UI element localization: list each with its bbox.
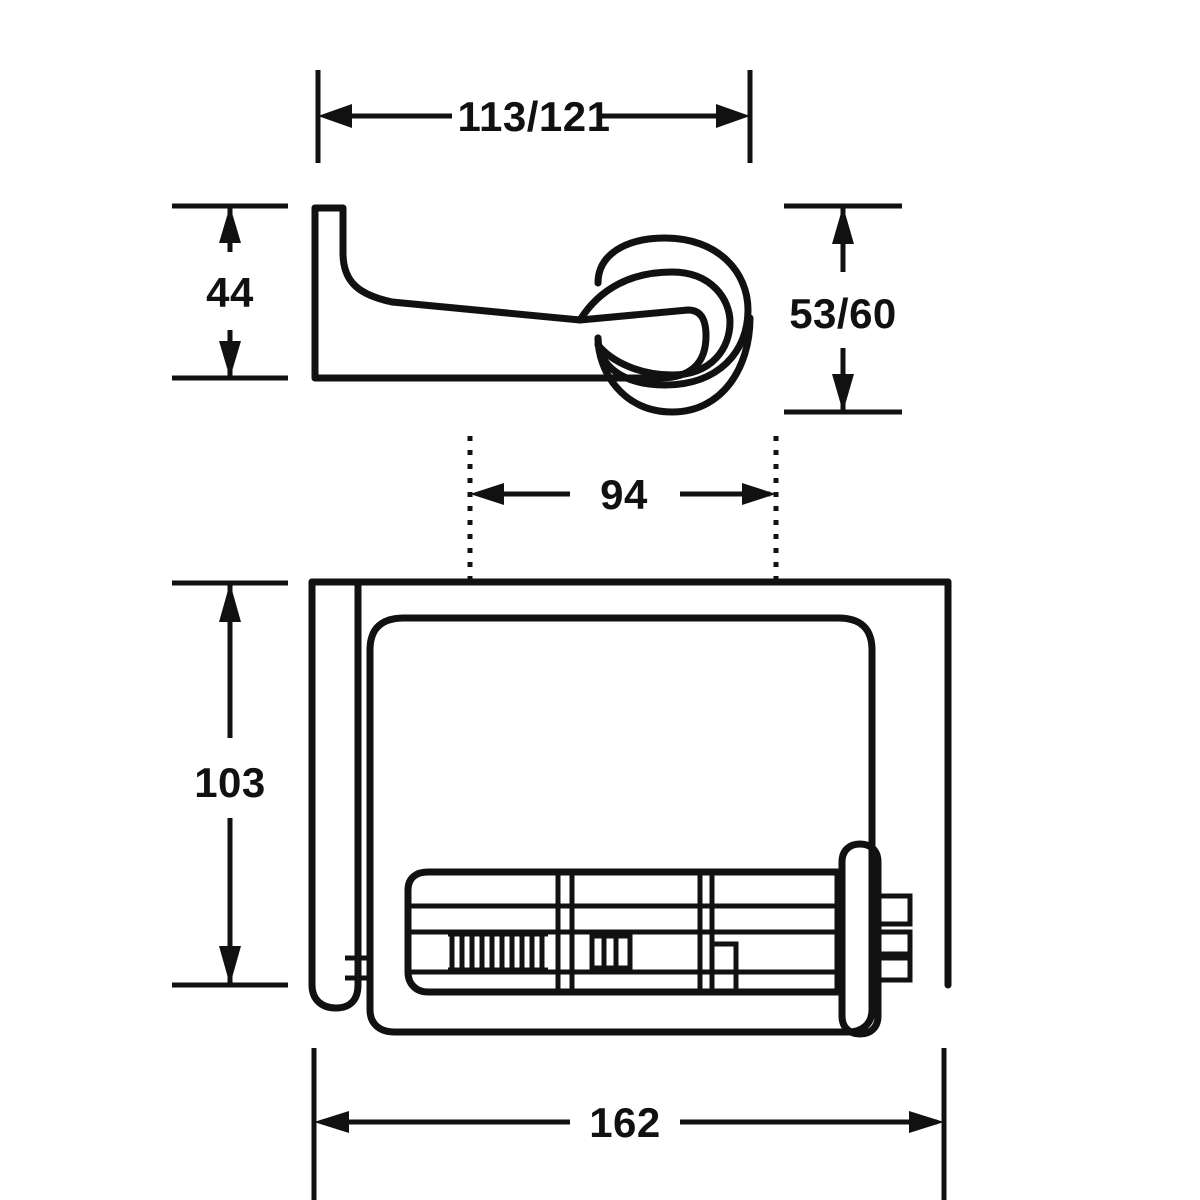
arrow-up — [832, 206, 854, 244]
arm-lower-profile — [576, 306, 710, 382]
spindle-right-step — [697, 872, 739, 992]
dimension-53-60: 53/60 — [784, 203, 902, 415]
dimension-label-103: 103 — [194, 759, 266, 806]
spindle-ring-housing — [589, 933, 633, 971]
arrow-up — [219, 206, 241, 243]
roll-inner-wrap — [576, 268, 734, 379]
dimension-label-113-121: 113/121 — [457, 93, 610, 140]
roll-cover-plate — [366, 614, 876, 1036]
arrow-left — [314, 1111, 349, 1133]
arrow-up — [219, 583, 241, 622]
arrow-right — [909, 1111, 944, 1133]
roll-outer-lower — [594, 314, 754, 416]
arrow-down — [219, 946, 241, 985]
end-tab-2 — [875, 929, 913, 957]
dimension-103: 103 — [172, 580, 288, 988]
side-elevation-view: 113/121 44 53/60 — [172, 70, 902, 416]
dimension-label-94: 94 — [600, 471, 648, 518]
spindle-end-cap — [838, 840, 882, 1038]
dimension-94: 94 — [467, 436, 779, 580]
left-mount-notch — [345, 955, 370, 981]
dimension-113-121: 113/121 — [315, 70, 753, 163]
end-tab-1 — [875, 893, 913, 927]
dimension-label-53-60: 53/60 — [789, 290, 897, 337]
dimension-162: 162 — [311, 1048, 947, 1200]
end-tab-3 — [875, 955, 913, 983]
dimension-label-44: 44 — [206, 269, 254, 316]
arrow-left — [470, 483, 504, 505]
spring-coil — [448, 931, 548, 973]
spindle-body — [404, 868, 842, 996]
arrow-right — [716, 104, 750, 128]
bracket-left-leg — [308, 578, 362, 1012]
arrow-down — [219, 341, 241, 378]
spindle-end-tabs — [875, 893, 913, 983]
spindle-ring-group — [589, 933, 633, 971]
arrow-down — [832, 374, 854, 412]
front-plan-view: 94 103 162 — [172, 436, 952, 1200]
bracket-back-plate — [311, 204, 599, 382]
bracket-arm-upper-profile — [311, 204, 584, 324]
arrow-left — [318, 104, 352, 128]
dimension-44: 44 — [172, 203, 288, 381]
arrow-right — [742, 483, 776, 505]
dimension-label-162: 162 — [589, 1099, 661, 1146]
